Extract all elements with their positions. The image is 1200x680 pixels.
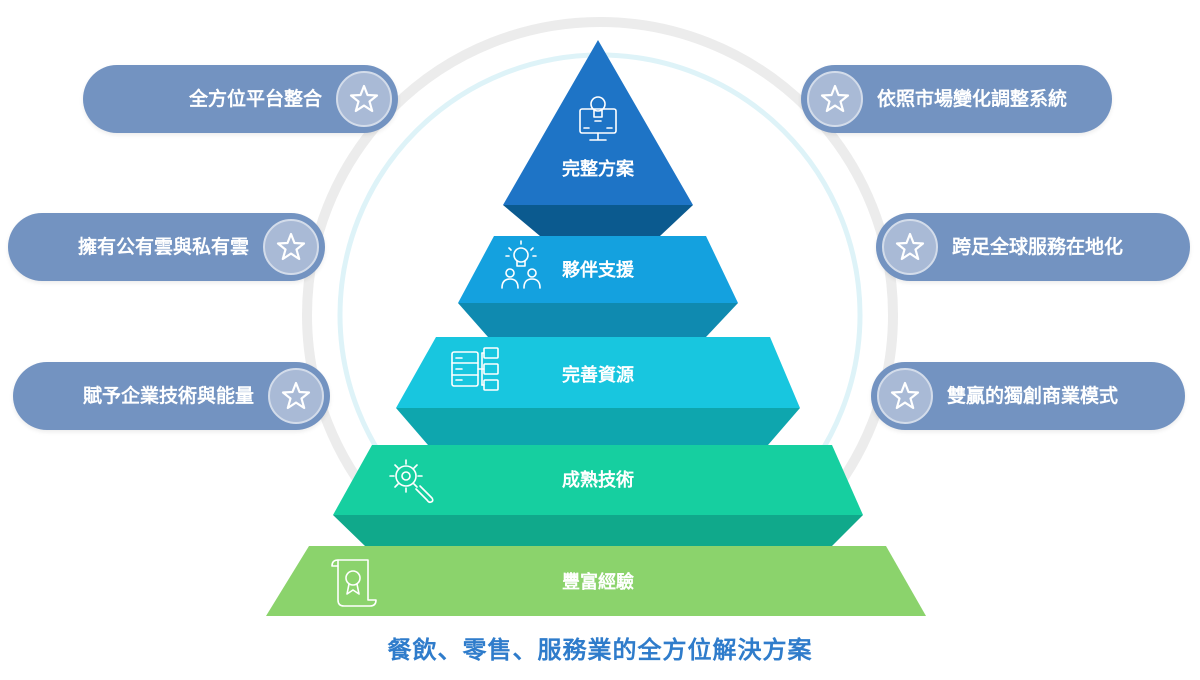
star-icon bbox=[807, 71, 863, 127]
pyramid-layer-5 bbox=[266, 546, 926, 616]
star-icon bbox=[263, 219, 319, 275]
pyramid-layer-3-label: 完善資源 bbox=[562, 364, 634, 386]
feature-pill-left-3: 賦予企業技術與能量 bbox=[13, 362, 330, 430]
pyramid-layer-5-label: 豐富經驗 bbox=[562, 571, 634, 593]
band-3 bbox=[396, 408, 800, 445]
band-2 bbox=[458, 303, 738, 337]
pyramid-layer-4 bbox=[333, 445, 863, 515]
monitor-lightbulb-icon bbox=[579, 96, 617, 141]
feature-label: 全方位平台整合 bbox=[188, 88, 322, 110]
band-4 bbox=[333, 515, 863, 546]
feature-label: 依照市場變化調整系統 bbox=[877, 88, 1068, 110]
feature-label: 賦予企業技術與能量 bbox=[82, 385, 254, 407]
star-icon bbox=[877, 368, 933, 424]
feature-pill-right-3: 雙贏的獨創商業模式 bbox=[871, 362, 1185, 430]
gear-wrench-icon bbox=[389, 459, 434, 504]
pyramid-layer-1 bbox=[503, 40, 693, 205]
star-icon bbox=[336, 71, 392, 127]
feature-label: 擁有公有雲與私有雲 bbox=[77, 236, 249, 258]
idea-people-icon bbox=[501, 240, 541, 289]
feature-pill-left-1: 全方位平台整合 bbox=[83, 65, 398, 133]
feature-pill-right-2: 跨足全球服務在地化 bbox=[876, 213, 1190, 281]
feature-label: 跨足全球服務在地化 bbox=[952, 236, 1124, 258]
pyramid-layer-2-label: 夥伴支援 bbox=[562, 259, 635, 281]
pyramid-layer-1-label: 完整方案 bbox=[562, 158, 635, 180]
feature-label: 雙贏的獨創商業模式 bbox=[947, 385, 1119, 407]
diagram-caption: 餐飲、零售、服務業的全方位解決方案 bbox=[387, 636, 813, 664]
feature-pill-right-1: 依照市場變化調整系統 bbox=[801, 65, 1112, 133]
certificate-scroll-icon bbox=[331, 559, 377, 607]
star-icon bbox=[268, 368, 324, 424]
database-server-icon bbox=[451, 347, 499, 391]
band-1 bbox=[503, 205, 693, 236]
feature-pill-left-2: 擁有公有雲與私有雲 bbox=[8, 213, 325, 281]
pyramid-layer-4-label: 成熟技術 bbox=[562, 469, 634, 491]
star-icon bbox=[882, 219, 938, 275]
